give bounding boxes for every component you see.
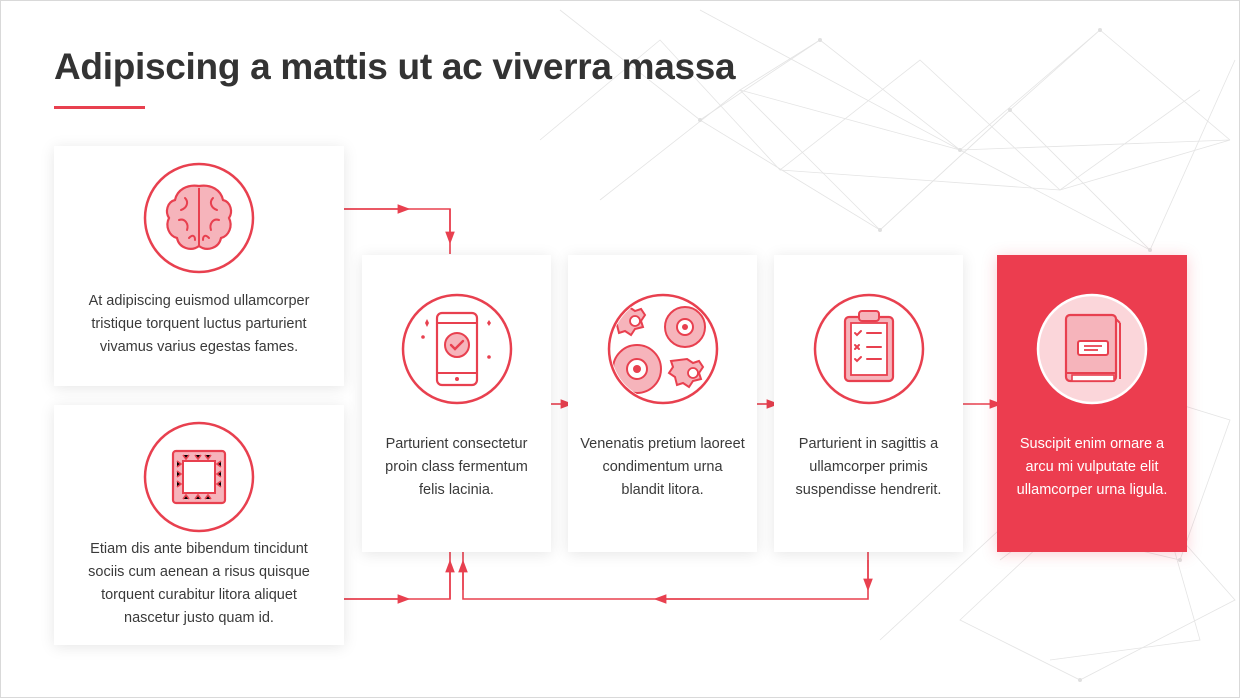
connector-brain-to-phone — [344, 208, 451, 254]
phone-check-icon — [401, 293, 513, 405]
title-underline — [54, 106, 145, 109]
connector-chip-to-phone — [344, 552, 451, 600]
card-chip-text: Etiam dis ante bibendum tincidunt sociis… — [88, 541, 310, 626]
card-phone-text: Parturient consectetur proin class ferme… — [385, 436, 528, 498]
card-book: Suscipit enim ornare a arcu mi vulputate… — [997, 255, 1187, 552]
card-phone: Parturient consectetur proin class ferme… — [362, 255, 551, 552]
card-clipboard-text: Parturient in sagittis a ullamcorper pri… — [795, 436, 942, 498]
card-cells: Venenatis pretium laoreet condimentum ur… — [568, 255, 757, 552]
book-icon — [1036, 293, 1148, 405]
card-chip: Etiam dis ante bibendum tincidunt sociis… — [54, 405, 344, 645]
slide-title: Adipiscing a mattis ut ac viverra massa — [54, 46, 736, 87]
card-cells-text: Venenatis pretium laoreet condimentum ur… — [580, 436, 745, 498]
brain-icon — [143, 162, 255, 274]
chip-icon — [143, 421, 255, 533]
card-brain-text: At adipiscing euismod ullamcorper tristi… — [88, 293, 310, 355]
cells-icon — [607, 293, 719, 405]
card-clipboard: Parturient in sagittis a ullamcorper pri… — [774, 255, 963, 552]
clipboard-icon — [813, 293, 925, 405]
card-book-text: Suscipit enim ornare a arcu mi vulputate… — [1016, 436, 1168, 498]
card-brain: At adipiscing euismod ullamcorper tristi… — [54, 146, 344, 386]
connector-loop-clipboard-to-phone — [462, 552, 869, 600]
